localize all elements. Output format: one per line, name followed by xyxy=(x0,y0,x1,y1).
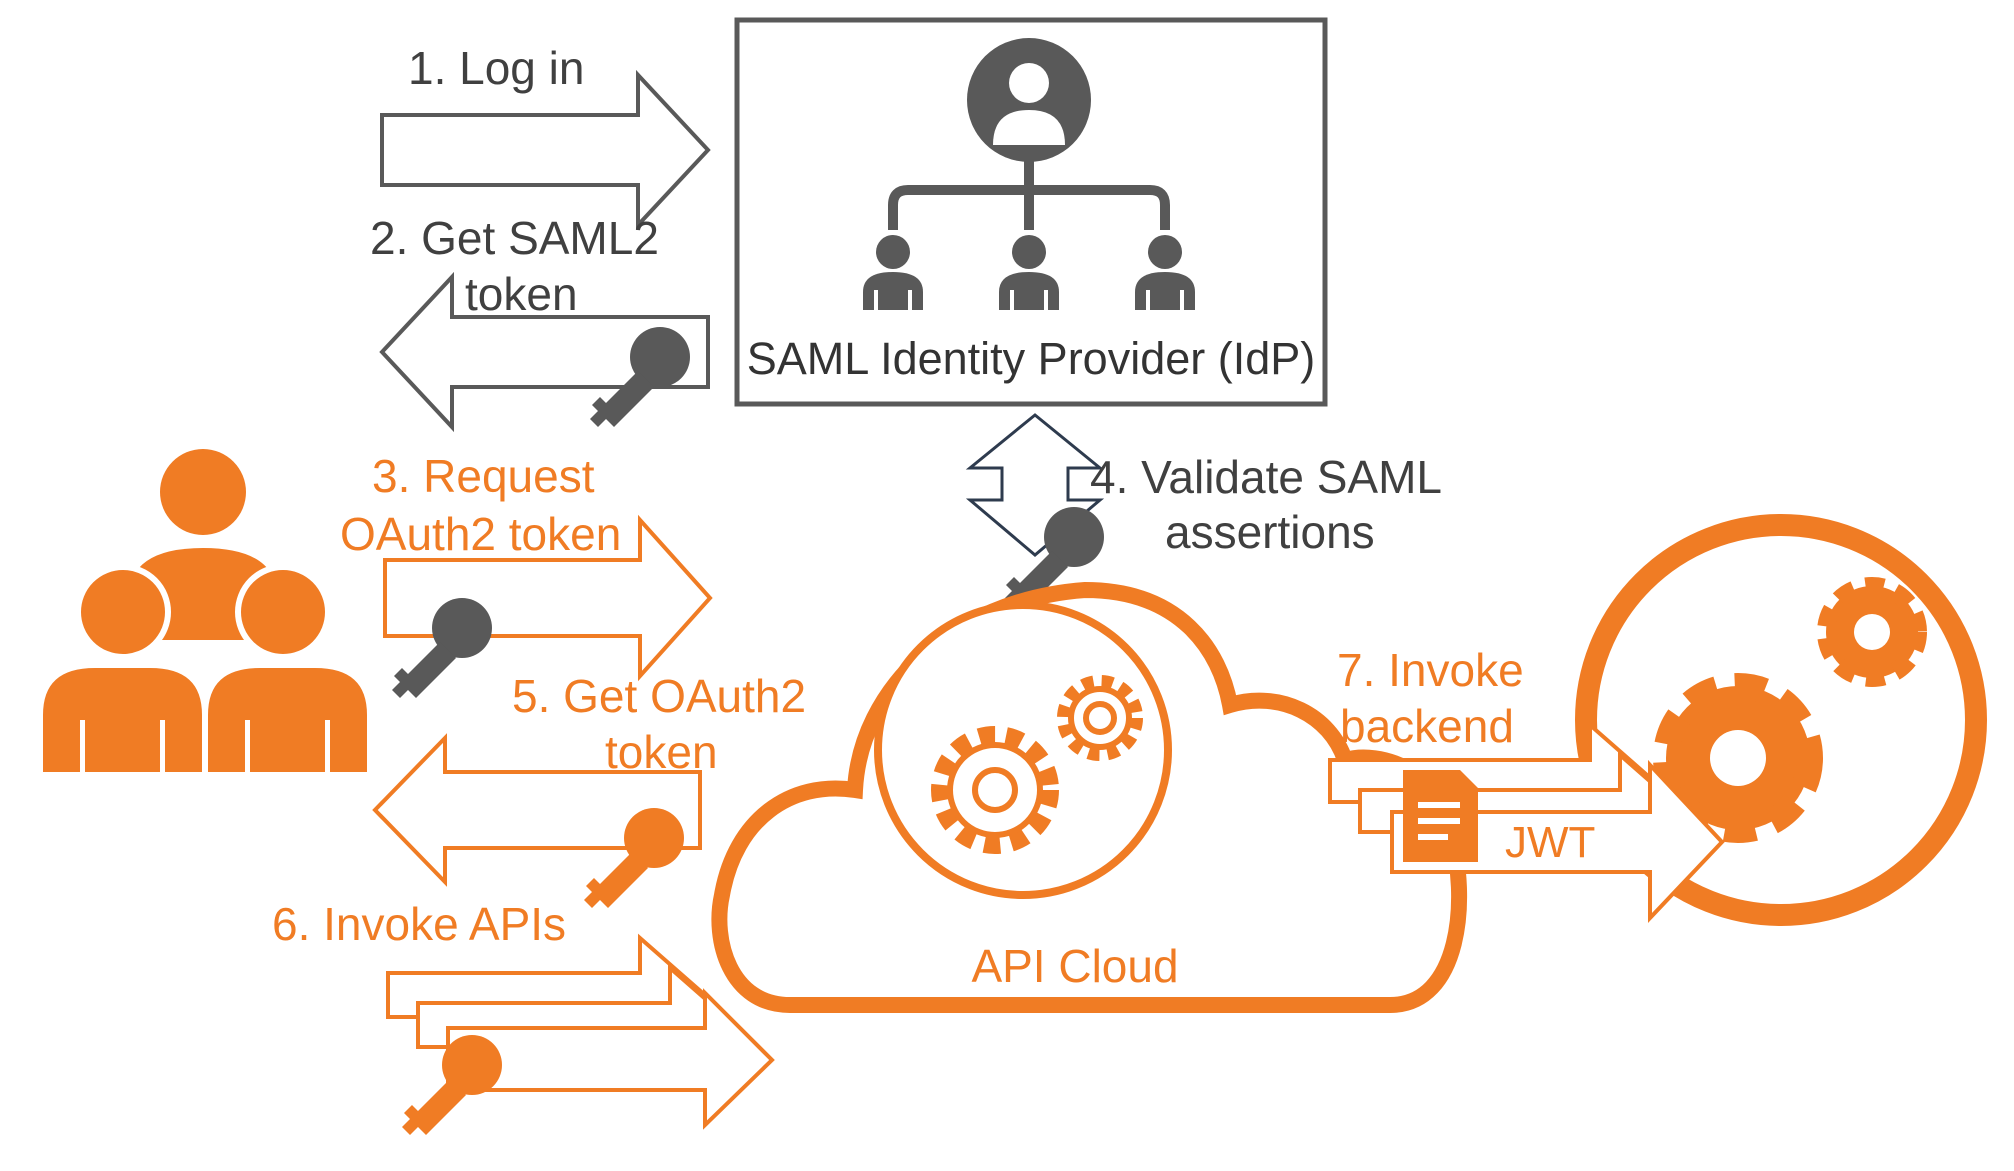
step1-label: 1. Log in xyxy=(408,42,584,94)
cloud-label: API Cloud xyxy=(971,940,1178,992)
jwt-label: JWT xyxy=(1505,818,1595,867)
step5-arrow: 5. Get OAuth2 token xyxy=(372,670,806,908)
step4-label-line2: assertions xyxy=(1165,506,1375,558)
step7-arrows: 7. Invoke backend JWT xyxy=(1328,644,1725,924)
step3-label-line2: OAuth2 token xyxy=(340,508,621,560)
step6-label: 6. Invoke APIs xyxy=(272,898,566,950)
step5-label-line2: token xyxy=(605,726,718,778)
gears-icon xyxy=(1653,577,1927,843)
step3-label-line1: 3. Request xyxy=(372,450,595,502)
step1-arrow: 1. Log in xyxy=(380,42,711,231)
step7-label-line2: backend xyxy=(1340,700,1514,752)
step6-arrows: 6. Invoke APIs xyxy=(272,898,775,1135)
step4-arrow: 4. Validate SAML assertions xyxy=(965,413,1442,607)
step4-label-line1: 4. Validate SAML xyxy=(1090,451,1442,503)
idp-label: SAML Identity Provider (IdP) xyxy=(747,333,1316,384)
idp-box: SAML Identity Provider (IdP) xyxy=(734,17,1328,407)
step3-arrow: 3. Request OAuth2 token xyxy=(340,450,713,698)
key-icon xyxy=(402,1035,502,1135)
step7-label-line1: 7. Invoke xyxy=(1337,644,1524,696)
step2-label-line1: 2. Get SAML2 xyxy=(370,212,659,264)
step2-arrow: 2. Get SAML2 token xyxy=(370,212,710,433)
gears-icon xyxy=(931,675,1143,854)
org-hierarchy-icon xyxy=(863,38,1195,310)
document-icon xyxy=(1403,770,1478,862)
step2-label-line2: token xyxy=(465,268,578,320)
user-group-icon xyxy=(37,449,373,778)
step5-label-line1: 5. Get OAuth2 xyxy=(512,670,806,722)
api-cloud: API Cloud xyxy=(711,581,1468,1013)
